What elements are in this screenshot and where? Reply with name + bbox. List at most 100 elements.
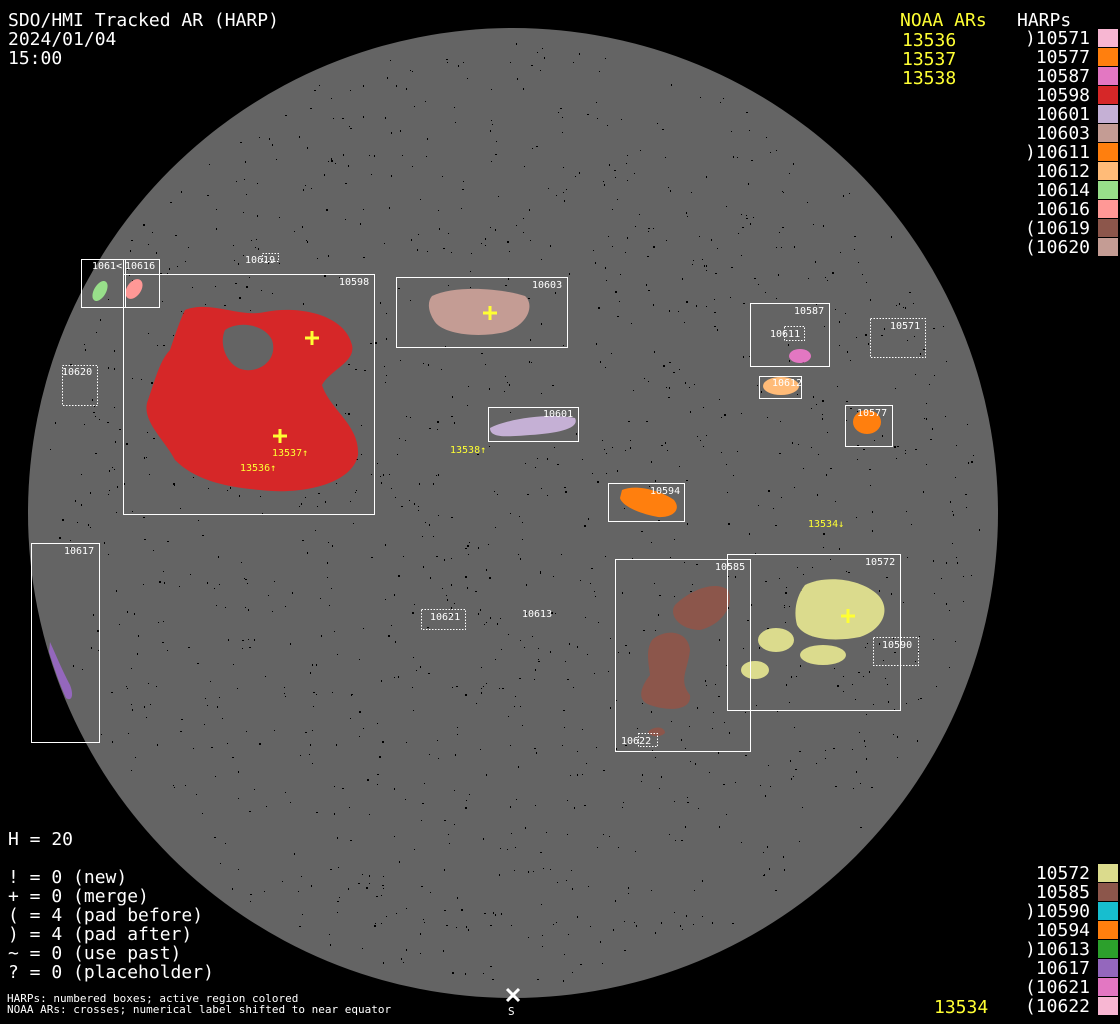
- harp-label: 10621: [430, 612, 460, 623]
- speck: [476, 703, 477, 704]
- speck: [216, 605, 217, 606]
- speck: [126, 443, 128, 445]
- harp-box-10603[interactable]: [396, 277, 568, 348]
- speck: [427, 627, 429, 628]
- speck: [369, 883, 370, 884]
- harp-box-10616[interactable]: [123, 259, 160, 308]
- harp-box-10620[interactable]: [62, 365, 98, 406]
- harp-box-10587[interactable]: [750, 303, 830, 367]
- speck: [73, 665, 74, 667]
- speck: [112, 467, 113, 468]
- harp-box-10617[interactable]: [31, 543, 100, 743]
- harp-box-10571[interactable]: [870, 318, 926, 358]
- harp-box-10572[interactable]: [727, 554, 901, 711]
- speck: [537, 52, 538, 53]
- speck: [465, 694, 467, 696]
- speck: [686, 301, 688, 303]
- speck: [197, 663, 198, 664]
- speck: [618, 652, 619, 653]
- speck: [605, 267, 606, 269]
- speck: [115, 441, 116, 443]
- speck: [731, 267, 733, 268]
- harp-box-10614[interactable]: [81, 259, 126, 308]
- speck: [955, 477, 956, 478]
- speck: [550, 245, 551, 247]
- speck: [850, 408, 852, 409]
- speck: [751, 160, 753, 161]
- speck: [519, 516, 520, 517]
- speck: [438, 515, 439, 516]
- speck: [429, 524, 430, 526]
- speck: [514, 870, 515, 871]
- harp-box-10585[interactable]: [615, 559, 751, 752]
- harp-box-10594[interactable]: [608, 483, 685, 522]
- speck: [264, 891, 265, 892]
- speck: [604, 449, 605, 450]
- speck: [692, 584, 693, 585]
- speck: [594, 591, 595, 592]
- harp-box-10622[interactable]: [638, 733, 658, 747]
- speck: [813, 396, 814, 398]
- speck: [468, 554, 469, 555]
- speck: [517, 78, 518, 80]
- speck: [433, 483, 434, 485]
- speck: [290, 802, 291, 803]
- speck: [327, 577, 328, 578]
- speck: [602, 963, 603, 964]
- speck: [564, 954, 565, 955]
- harp-legend-label: 10603: [1036, 123, 1090, 144]
- harp-box-10612[interactable]: [759, 376, 802, 399]
- speck: [424, 783, 425, 784]
- harp-box-10621[interactable]: [421, 609, 466, 630]
- speck: [712, 922, 713, 924]
- speck: [400, 360, 401, 361]
- speck: [595, 596, 596, 597]
- speck: [302, 226, 303, 228]
- harp-boxes: 10598 1061< 10616 10619 10620 10603 1060…: [31, 253, 926, 752]
- speck: [207, 195, 209, 196]
- harp-box-10590[interactable]: [873, 637, 919, 666]
- speck: [245, 607, 246, 608]
- speck: [619, 301, 620, 302]
- speck: [274, 730, 275, 731]
- speck: [706, 270, 707, 271]
- speck: [743, 648, 744, 649]
- speck: [622, 807, 623, 808]
- speck: [484, 624, 485, 625]
- speck: [348, 165, 349, 167]
- speck: [733, 156, 734, 158]
- speck: [436, 556, 438, 557]
- speck: [185, 261, 186, 262]
- speck: [600, 941, 601, 943]
- speck: [398, 288, 400, 289]
- speck: [241, 562, 242, 563]
- speck: [746, 215, 747, 216]
- harp-box-10611[interactable]: [784, 326, 805, 341]
- speck: [312, 664, 313, 666]
- speck: [413, 710, 414, 711]
- speck: [101, 734, 102, 735]
- speck: [443, 248, 445, 249]
- speck: [465, 973, 466, 975]
- speck: [396, 913, 397, 914]
- speck: [316, 664, 317, 666]
- speck: [743, 356, 744, 358]
- harp-box-10601[interactable]: [488, 407, 579, 442]
- speck: [452, 972, 454, 974]
- speck: [444, 559, 445, 561]
- speck: [863, 449, 865, 450]
- harp-box-10598[interactable]: [123, 274, 375, 515]
- speck: [242, 648, 243, 649]
- speck: [418, 234, 419, 235]
- speck: [530, 339, 531, 341]
- harp-legend-label: (10620: [1025, 237, 1090, 258]
- speck: [144, 457, 145, 459]
- speck: [668, 187, 669, 188]
- speck: [193, 477, 194, 478]
- speck: [659, 595, 661, 596]
- harp-label: 10587: [794, 306, 824, 317]
- speck: [643, 630, 645, 631]
- harp-box-10577[interactable]: [845, 405, 893, 447]
- speck: [429, 754, 430, 755]
- speck: [84, 424, 85, 425]
